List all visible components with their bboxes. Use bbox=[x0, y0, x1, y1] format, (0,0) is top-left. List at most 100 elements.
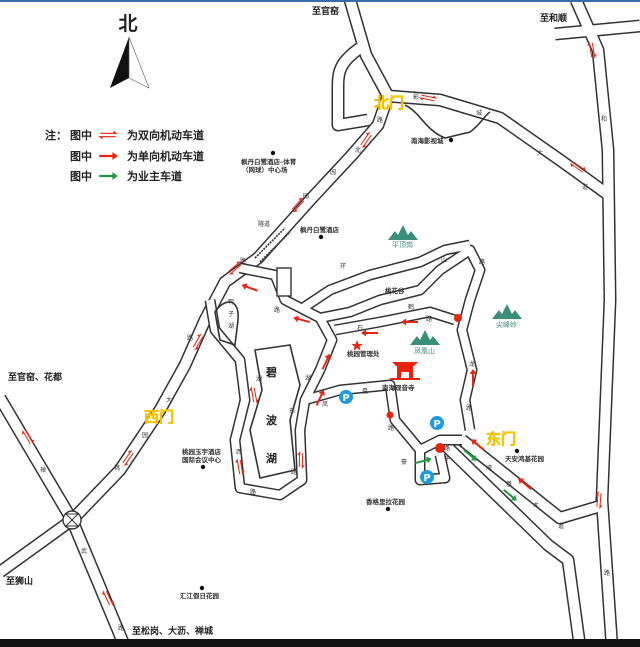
road-char: 凰 bbox=[362, 388, 368, 395]
road-char: 大 bbox=[533, 501, 539, 509]
poi-fengdan-sports-2: （网球）中心场 bbox=[242, 165, 288, 174]
yazi-lake-outline bbox=[214, 301, 239, 347]
legend-text-0: 为双向机动车道 bbox=[127, 128, 204, 142]
bibo-lake-outline bbox=[249, 344, 301, 479]
road-char: 路 bbox=[118, 624, 124, 632]
dest-guanyao-huadu: 至官窑、花都 bbox=[8, 371, 62, 383]
parking-icon: P bbox=[342, 393, 349, 404]
dest-songgang: 至松岗、大沥、禅城 bbox=[132, 625, 213, 637]
road-char: 禅 bbox=[40, 466, 46, 474]
legend-prefix-1: 图中 bbox=[70, 149, 92, 163]
traffic-arrows bbox=[20, 40, 604, 608]
road-char: 环 bbox=[340, 263, 346, 270]
road-char: 路 bbox=[426, 315, 432, 323]
lake-label: 碧 bbox=[265, 365, 277, 379]
road-char: 和 bbox=[601, 115, 607, 123]
road-char: 湖 bbox=[256, 375, 262, 383]
road-char: 路 bbox=[444, 444, 450, 452]
road-char: 路 bbox=[604, 569, 610, 577]
road-char: 基 bbox=[506, 480, 512, 488]
road-char: 东 bbox=[289, 407, 295, 415]
mountain-icon bbox=[388, 225, 418, 240]
legend-note: 注： bbox=[45, 128, 67, 142]
poi-temple: 南海观音寺 bbox=[382, 383, 415, 392]
lake-label: 波 bbox=[266, 413, 278, 427]
road-char: 路 bbox=[291, 468, 297, 476]
road-char: 西 bbox=[236, 449, 242, 456]
dest-guanyao: 至官窑 bbox=[312, 5, 339, 17]
poi-huijiang: 汇江假日花园 bbox=[180, 591, 220, 600]
mountain-fenghuang: 凤凰山 bbox=[414, 346, 435, 355]
star-icon bbox=[351, 340, 363, 351]
lake-label: 鸭 bbox=[228, 298, 234, 306]
dest-shishan: 至狮山 bbox=[6, 575, 33, 587]
road-char: 城 bbox=[476, 110, 482, 117]
road-char: 园 bbox=[142, 432, 148, 439]
parking-signs: P P P bbox=[339, 390, 444, 484]
poi-markers: 南海影视城 枫丹白鹭酒店–体育 （网球）中心场 枫丹白鹭酒店 桃花谷 桃园管理处… bbox=[180, 136, 545, 600]
mountain-jianfeng: 尖峰岭 bbox=[496, 320, 517, 329]
road-char: 桃 bbox=[114, 464, 120, 472]
road-char: 鹤 bbox=[408, 303, 414, 311]
road-char: 道 bbox=[558, 522, 564, 530]
mountains: 平顶岗 尖峰岭 凤凰山 bbox=[388, 225, 522, 355]
temple-icon bbox=[390, 362, 420, 380]
parking-icon: P bbox=[423, 473, 430, 484]
poi-yuyu-2: 国际会议中心 bbox=[182, 455, 222, 464]
road-label-tunnel: 隧道 bbox=[258, 220, 270, 228]
road-char: 园 bbox=[303, 193, 309, 200]
road-char: 龙 bbox=[469, 360, 475, 368]
dest-heshun: 至和顺 bbox=[540, 12, 567, 24]
poi-tianan: 天安鸿基花园 bbox=[505, 454, 545, 463]
road-char: 子 bbox=[444, 456, 450, 463]
west-gate-label: 西门 bbox=[144, 408, 174, 426]
legend-prefix-0: 图中 bbox=[70, 128, 92, 142]
mountain-icon bbox=[492, 304, 522, 319]
east-gate-label: 东门 bbox=[486, 430, 516, 448]
road-char: 石 bbox=[357, 325, 363, 332]
poi-yuyu-1: 桃园玉宇酒店 bbox=[182, 447, 222, 456]
compass-arrow-icon bbox=[110, 37, 129, 88]
road-char: 路 bbox=[377, 116, 383, 124]
road-char: 路 bbox=[250, 488, 256, 496]
road-char: 路 bbox=[187, 334, 193, 342]
road-labels: 路 北 园 园 隧道 路 影 城 大 道 和 路 大 园 桃 路 禅 武 路 环… bbox=[40, 93, 610, 632]
road-char: 凤 bbox=[322, 401, 328, 408]
road-char: 豪 bbox=[401, 458, 407, 466]
road-char: 山 bbox=[441, 256, 447, 264]
north-gate-label: 北门 bbox=[374, 94, 404, 112]
road-char: 路 bbox=[388, 424, 394, 432]
road-char: 道 bbox=[582, 183, 588, 191]
road-char: 路 bbox=[479, 258, 485, 266]
legend-text-1: 为单向机动车道 bbox=[127, 149, 204, 163]
one-way-arrow-icon bbox=[99, 152, 118, 160]
lake-labels: 鸭 子 湖 碧 波 湖 bbox=[228, 298, 278, 465]
road-char: 大 bbox=[537, 149, 543, 157]
road-char: 影 bbox=[413, 93, 419, 101]
compass-label: 北 bbox=[118, 13, 137, 35]
poi-taohuagu: 桃花谷 bbox=[385, 286, 405, 295]
north-compass: 北 bbox=[110, 13, 150, 89]
film-city-outline bbox=[404, 104, 491, 139]
poi-shangrila: 香格里拉花园 bbox=[366, 497, 406, 506]
lake-label: 湖 bbox=[228, 322, 234, 330]
lake-label: 子 bbox=[228, 311, 234, 318]
legend: 注： 图中 为双向机动车道 图中 为单向机动车道 图中 为业主车道 bbox=[45, 128, 204, 183]
poi-management: 桃园管理处 bbox=[347, 349, 380, 358]
lake-label: 湖 bbox=[266, 451, 277, 465]
poi-film-city: 南海影视城 bbox=[411, 136, 444, 145]
road-char: 湾 bbox=[486, 464, 492, 472]
road-char: 大 bbox=[166, 396, 172, 404]
legend-text-2: 为业主车道 bbox=[127, 169, 182, 183]
road-char: 路 bbox=[240, 257, 246, 265]
legend-prefix-2: 图中 bbox=[70, 169, 92, 183]
poi-fengdan-sports-1: 枫丹白鹭酒店–体育 bbox=[241, 157, 297, 166]
road-char: 湖 bbox=[305, 374, 311, 382]
road-char: 北 bbox=[355, 146, 361, 154]
two-way-arrow-icon bbox=[98, 130, 118, 140]
bottom-border bbox=[0, 639, 640, 647]
owner-lane-arrow-icon bbox=[99, 172, 118, 180]
